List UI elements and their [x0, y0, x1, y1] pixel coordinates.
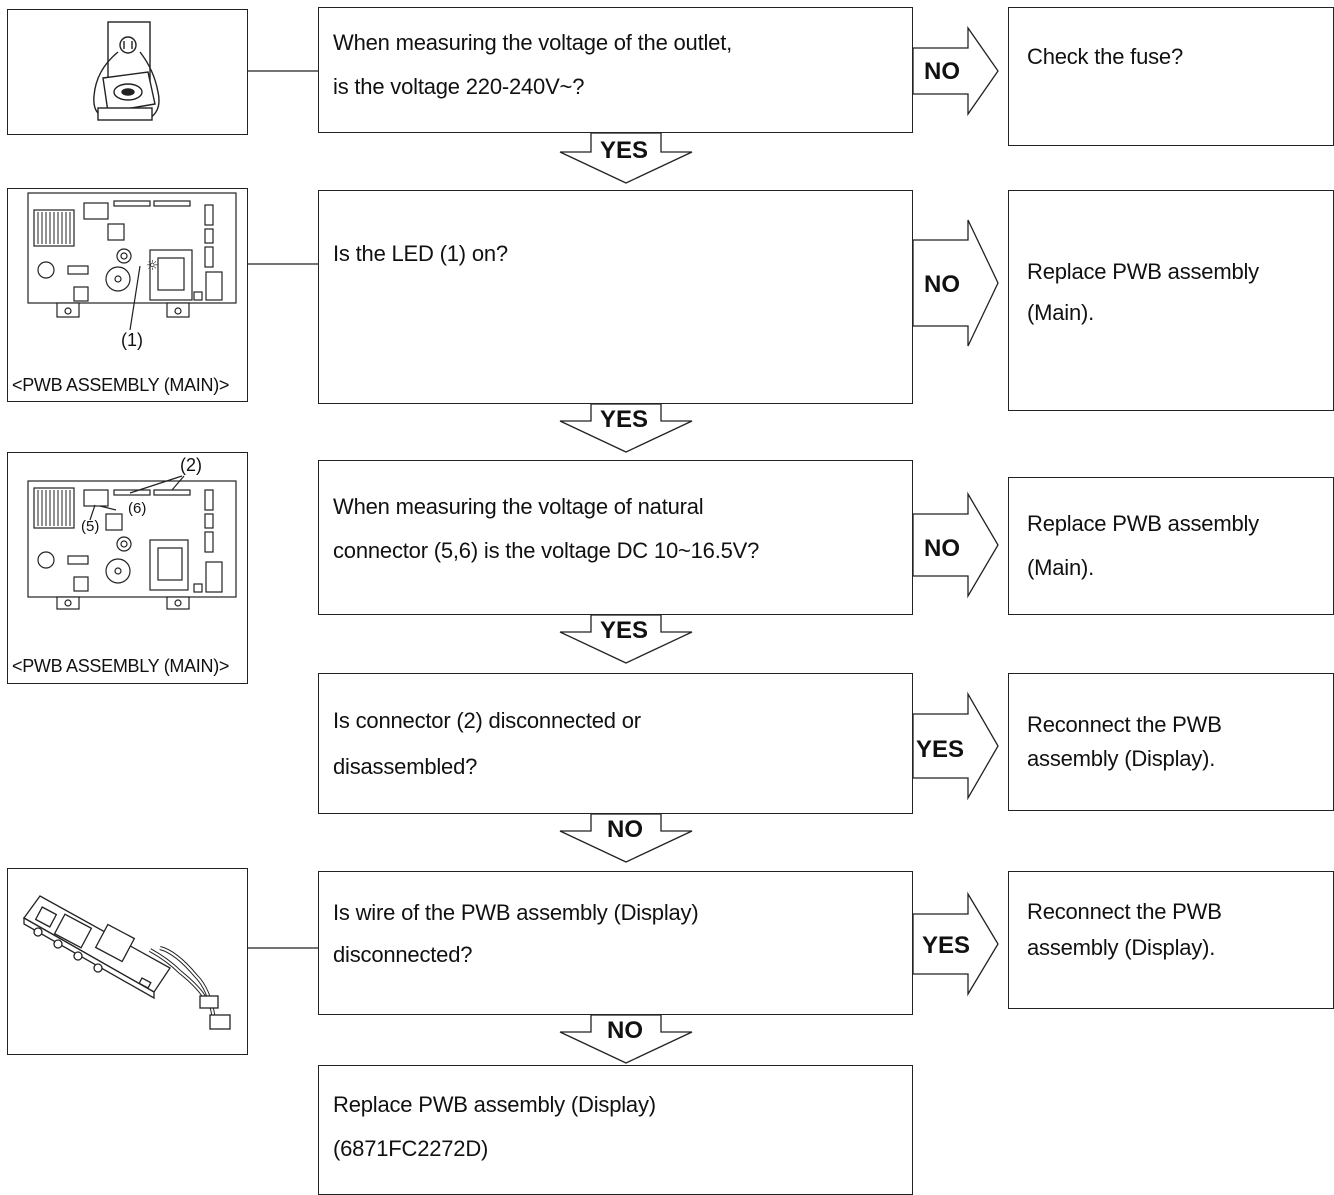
question-2-line-1: Is the LED (1) on? — [333, 241, 508, 266]
arrow-right — [912, 219, 999, 347]
question-3-line-1: When measuring the voltage of natural — [333, 494, 704, 519]
action-3-line-2: (Main). — [1027, 555, 1095, 580]
next-label-3: YES — [600, 617, 649, 644]
question-box-1 — [318, 7, 913, 133]
arrow-down — [559, 403, 693, 453]
arrow-right — [912, 491, 999, 599]
question-box-2 — [318, 190, 913, 404]
branch-label-4: YES — [916, 736, 965, 763]
question-5-line-1: Is wire of the PWB assembly (Display) — [333, 900, 699, 925]
next-label-1: YES — [600, 137, 649, 164]
branch-label-1: NO — [924, 58, 960, 85]
connector-6-marker: (6) — [128, 500, 147, 517]
action-4-line-2: assembly (Display). — [1027, 746, 1216, 771]
arrow-down — [559, 1014, 693, 1064]
pwb-caption-2: <PWB ASSEMBLY (MAIN)> — [12, 656, 230, 676]
final-action-line-1: Replace PWB assembly (Display) — [333, 1092, 656, 1117]
pwb-caption-1: <PWB ASSEMBLY (MAIN)> — [12, 375, 230, 395]
led-marker: (1) — [121, 330, 143, 350]
pwb-display-picture-frame — [7, 868, 248, 1055]
final-action-line-2: (6871FC2272D) — [333, 1136, 489, 1161]
next-label-4: NO — [607, 816, 643, 843]
question-5-line-2: disconnected? — [333, 942, 473, 967]
action-box-5 — [1008, 871, 1334, 1009]
arrow-right — [912, 25, 999, 117]
pwb-main-picture-frame-2 — [7, 452, 248, 684]
arrow-down — [559, 614, 693, 664]
question-4-line-2: disassembled? — [333, 754, 478, 779]
next-label-2: YES — [600, 406, 649, 433]
action-1-line-1: Check the fuse? — [1027, 44, 1183, 69]
arrow-right — [912, 891, 999, 997]
arrow-right — [912, 691, 999, 801]
connector-5-marker: (5) — [81, 518, 100, 535]
action-2-line-2: (Main). — [1027, 300, 1095, 325]
question-box-4 — [318, 673, 913, 814]
question-3-line-2: connector (5,6) is the voltage DC 10~16.… — [333, 538, 760, 563]
action-5-line-2: assembly (Display). — [1027, 935, 1216, 960]
connector-2-marker: (2) — [180, 455, 202, 475]
question-1-line-2: is the voltage 220-240V~? — [333, 74, 585, 99]
question-1-line-1: When measuring the voltage of the outlet… — [333, 30, 733, 55]
action-5-line-1: Reconnect the PWB — [1027, 899, 1222, 924]
branch-label-3: NO — [924, 535, 960, 562]
action-4-line-1: Reconnect the PWB — [1027, 712, 1222, 737]
arrow-down — [559, 813, 693, 863]
action-box-4 — [1008, 673, 1334, 811]
question-box-3 — [318, 460, 913, 615]
question-box-5 — [318, 871, 913, 1015]
action-3-line-1: Replace PWB assembly — [1027, 511, 1259, 536]
pwb-main-picture-frame-1 — [7, 188, 248, 402]
action-box-3 — [1008, 477, 1334, 615]
action-2-line-1: Replace PWB assembly — [1027, 259, 1259, 284]
outlet-picture-frame — [7, 9, 248, 135]
question-4-line-1: Is connector (2) disconnected or — [333, 708, 641, 733]
branch-label-2: NO — [924, 271, 960, 298]
final-action-box — [318, 1065, 913, 1195]
branch-label-5: YES — [922, 932, 971, 959]
action-box-1 — [1008, 7, 1334, 146]
arrow-down — [559, 132, 693, 184]
action-box-2 — [1008, 190, 1334, 411]
next-label-5: NO — [607, 1017, 643, 1044]
